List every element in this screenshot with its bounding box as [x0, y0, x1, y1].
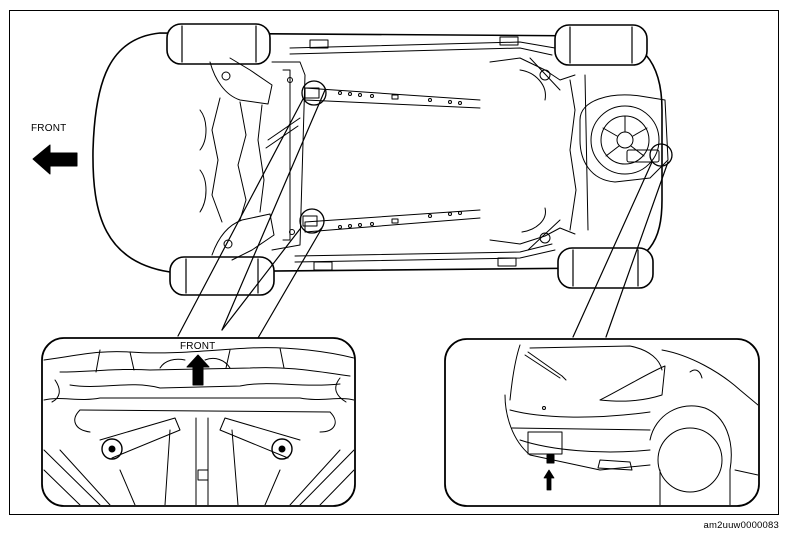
hook-marker-arrow-up-icon: [543, 469, 555, 491]
frame-member-lower: [304, 209, 481, 233]
front-suspension: [199, 57, 306, 261]
arrow-left-icon: [32, 144, 78, 175]
spare-tire-well: [579, 94, 669, 183]
tire-front-left: [166, 23, 271, 65]
figure-border: [9, 10, 779, 515]
tire-front-right: [169, 256, 275, 296]
frame-member-upper: [304, 87, 481, 109]
hook-location-front-upper: [301, 80, 327, 106]
front-direction-label: FRONT: [31, 123, 67, 134]
rear-suspension: [489, 57, 589, 251]
tire-rear-left: [554, 24, 648, 66]
hook-location-front-lower: [299, 208, 325, 234]
inset-rear-detail: [444, 338, 760, 507]
arrow-up-icon: [186, 354, 210, 386]
side-sills: [289, 36, 556, 271]
callout-lines-front: [177, 89, 326, 339]
callout-lines-rear: [572, 161, 669, 338]
figure-code: am2uuw0000083: [703, 520, 779, 531]
tire-rear-right: [557, 247, 654, 289]
vehicle-body-outline: [92, 32, 663, 273]
hook-location-rear: [649, 143, 673, 167]
inset-front-direction-label: FRONT: [180, 341, 216, 352]
inset-front-detail: [41, 337, 356, 507]
